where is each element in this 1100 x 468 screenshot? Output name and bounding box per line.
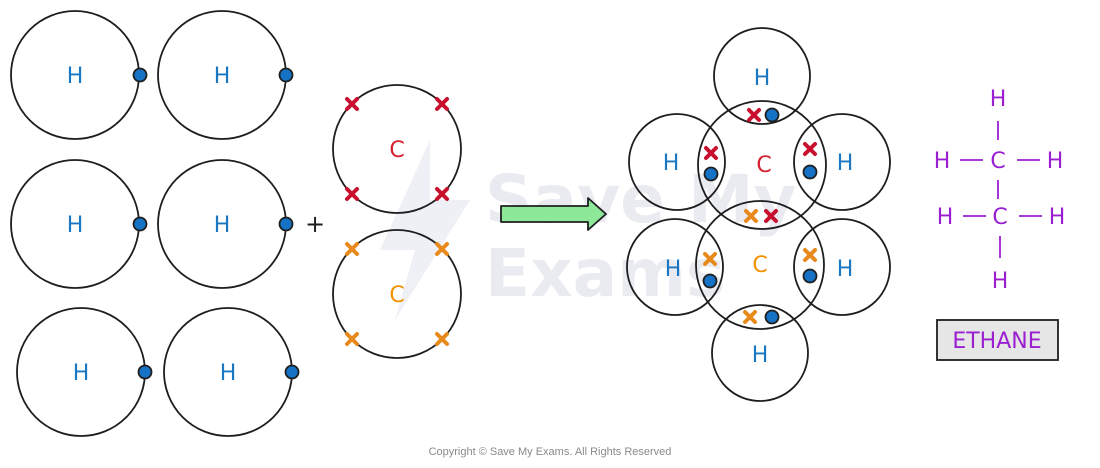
hydrogen-atom: H: [16, 307, 153, 437]
hydrogen-atom: H: [10, 10, 148, 140]
hydrogen-label: H: [67, 64, 84, 89]
carbon-electron: [743, 310, 757, 324]
hydrogen-electron: [137, 364, 153, 380]
carbon-shell-2: [695, 200, 825, 330]
hydrogen-electron: [802, 268, 818, 284]
formula-atom: C: [990, 149, 1005, 174]
carbon-label: C: [389, 283, 404, 308]
hydrogen-electron: [702, 273, 718, 289]
hydrogen-label: H: [663, 151, 680, 176]
ethane-molecule: H H H H H H C C: [626, 27, 891, 402]
hydrogen-label: H: [665, 257, 682, 282]
carbon-label: C: [756, 153, 771, 178]
hydrogen-atom: H: [157, 159, 294, 289]
hydrogen-label: H: [73, 361, 90, 386]
hydrogen-electron: [278, 216, 294, 232]
carbon-shell-1: [697, 100, 827, 230]
hydrogen-atom: H: [157, 10, 294, 140]
hydrogen-electron: [802, 164, 818, 180]
watermark-logo-icon: [380, 140, 470, 320]
hydrogen-atoms-reactants: H H H H H H: [10, 10, 300, 437]
hydrogen-atom: H: [10, 159, 148, 289]
carbon-electron: [345, 332, 359, 346]
hydrogen-shell: [793, 113, 891, 211]
watermark: Save My Exams: [380, 140, 797, 320]
carbon-atom-2: C: [332, 229, 462, 359]
hydrogen-electron: [764, 309, 780, 325]
hydrogen-electron: [764, 107, 780, 123]
carbon-electron: [435, 187, 449, 201]
hydrogen-label: H: [837, 151, 854, 176]
hydrogen-electron: [132, 216, 148, 232]
carbon-electron: [345, 242, 359, 256]
carbon-electron: [435, 97, 449, 111]
hydrogen-shell: [793, 218, 891, 316]
carbon-electron: [435, 332, 449, 346]
copyright-notice: Copyright © Save My Exams. All Rights Re…: [429, 446, 672, 458]
formula-atom: H: [937, 205, 954, 230]
hydrogen-label: H: [67, 213, 84, 238]
hydrogen-electron: [703, 166, 719, 182]
hydrogen-atom: H: [163, 307, 300, 437]
hydrogen-shell: [711, 304, 809, 402]
molecule-name: ETHANE: [952, 329, 1041, 354]
formula-atom: H: [1049, 205, 1066, 230]
hydrogen-shell: [626, 218, 724, 316]
hydrogen-shell: [713, 27, 811, 125]
plus-sign: +: [305, 210, 325, 238]
carbon-electron: [803, 142, 817, 156]
formula-atom: H: [934, 149, 951, 174]
hydrogen-electron: [284, 364, 300, 380]
carbon-electron: [345, 97, 359, 111]
formula-atom: H: [992, 269, 1009, 294]
hydrogen-label: H: [220, 361, 237, 386]
formula-atom: H: [990, 87, 1007, 112]
hydrogen-shell: [628, 113, 726, 211]
hydrogen-electron: [132, 67, 148, 83]
hydrogen-label: H: [837, 257, 854, 282]
carbon-label: C: [389, 138, 404, 163]
reaction-arrow-icon: [500, 197, 607, 231]
hydrogen-label: H: [752, 343, 769, 368]
formula-atom: H: [1047, 149, 1064, 174]
formula-atom: C: [992, 205, 1007, 230]
hydrogen-label: H: [214, 213, 231, 238]
carbon-electron: [803, 248, 817, 262]
carbon-electron: [747, 108, 761, 122]
watermark-line2: Exams: [485, 235, 725, 312]
hydrogen-electron: [278, 67, 294, 83]
hydrogen-label: H: [754, 66, 771, 91]
carbon-electron: [345, 187, 359, 201]
carbon-label: C: [752, 253, 767, 278]
structural-formula: H H C H H C H H: [934, 87, 1066, 294]
watermark-line1: Save My: [485, 161, 797, 238]
carbon-electron: [704, 146, 718, 160]
hydrogen-label: H: [214, 64, 231, 89]
name-box: ETHANE: [936, 319, 1059, 361]
carbon-atom-1: C: [332, 84, 462, 214]
